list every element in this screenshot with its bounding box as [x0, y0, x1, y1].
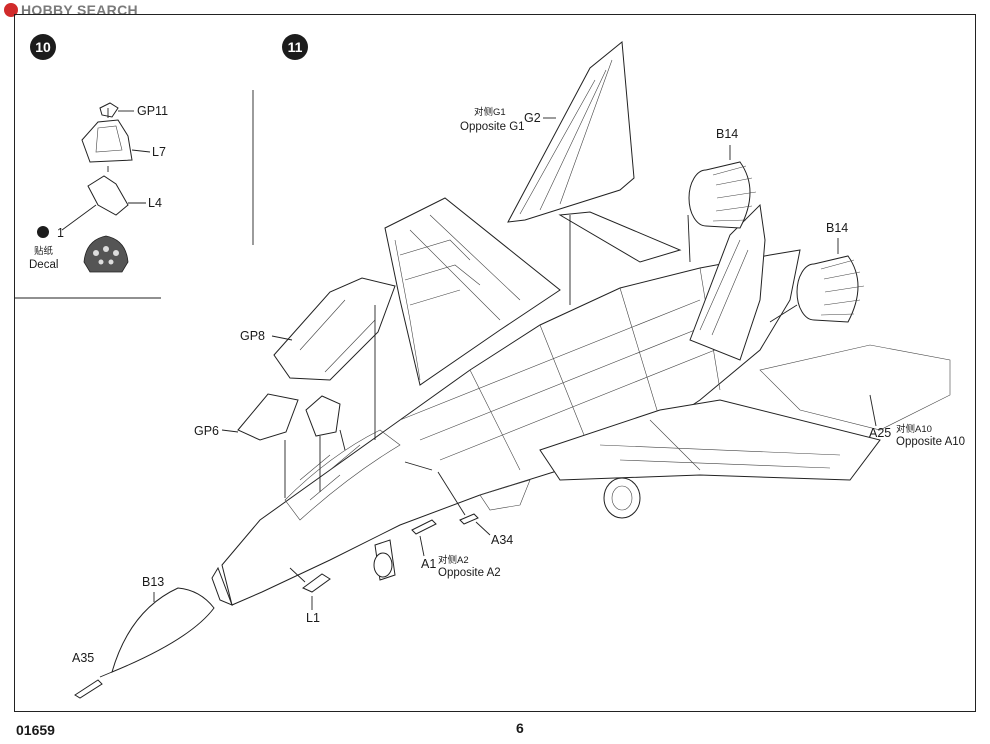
part-b14-exhaust-right-icon: [769, 238, 865, 323]
part-a25-stabilizer-leader-icon: [869, 394, 877, 427]
label-a10-cn: 对侧A10: [896, 424, 932, 435]
part-g2-vertical-tail-icon: [507, 41, 635, 305]
part-b14-exhaust-top-icon: [687, 145, 757, 263]
label-a1: A1: [421, 557, 437, 571]
label-a25: A25: [869, 426, 892, 440]
label-l4: L4: [148, 196, 162, 210]
label-a35: A35: [72, 651, 95, 665]
label-gp11: GP11: [137, 104, 169, 118]
label-b14-top: B14: [716, 127, 739, 141]
label-b13: B13: [142, 575, 165, 589]
label-l1: L1: [306, 611, 320, 625]
label-decal-number: 1: [57, 226, 64, 240]
instrument-panel-decal-icon: [83, 235, 129, 273]
label-gp8: GP8: [240, 329, 266, 343]
part-gp6-windscreen-icon: [221, 393, 299, 498]
label-a10-en: Opposite A10: [896, 436, 966, 448]
decal-marker-icon: [37, 226, 49, 238]
label-g1-en: Opposite G1: [460, 121, 525, 133]
part-l1-probe-icon: [289, 567, 331, 610]
su-fighter-fuselage-icon: [211, 197, 951, 606]
label-a2-cn: 对侧A2: [438, 555, 469, 566]
label-a34: A34: [491, 533, 514, 547]
kit-code: 01659: [16, 722, 55, 738]
step-11-badge: 11: [282, 34, 308, 60]
hobby-search-logo-icon: [4, 3, 18, 17]
part-gp11-icon: [99, 102, 134, 118]
part-ejection-seat-icon: [305, 395, 346, 492]
label-g2: G2: [524, 111, 541, 125]
label-decal-cn: 贴纸: [34, 246, 54, 257]
page-frame: [14, 14, 976, 712]
part-b13-nose-cone-icon: [111, 587, 215, 673]
step-10-badge: 10: [30, 34, 56, 60]
part-a1-a34-vents-icon: [404, 461, 491, 557]
label-a2-en: Opposite A2: [438, 567, 501, 579]
part-l4-icon: [61, 166, 146, 231]
page-number: 6: [516, 720, 524, 736]
part-a35-pitot-icon: [74, 671, 113, 699]
label-b14-right: B14: [826, 221, 849, 235]
label-decal-en: Decal: [29, 259, 59, 271]
part-l7-icon: [81, 108, 151, 163]
part-gp8-canopy-icon: [271, 277, 396, 440]
label-g1-cn: 对侧G1: [474, 107, 506, 118]
label-l7: L7: [152, 145, 166, 159]
label-gp6: GP6: [194, 424, 220, 438]
